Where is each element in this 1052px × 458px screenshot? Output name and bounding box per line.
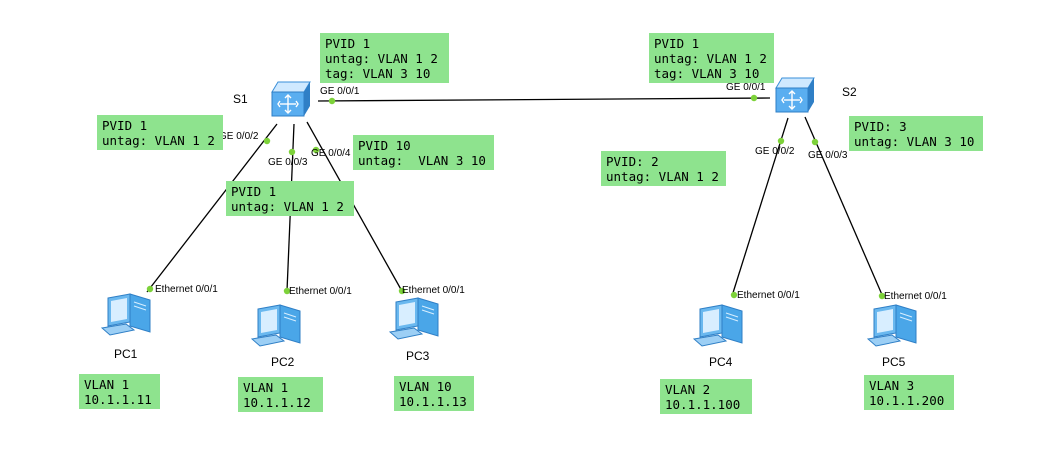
pc1-icon[interactable] [100,292,154,338]
link-s1-s2 [317,97,771,102]
pc5-icon[interactable] [866,303,920,349]
port-label-s1-ge003: GE 0/0/3 [268,157,308,168]
pc2-icon[interactable] [250,303,304,349]
pc5-label: PC5 [882,355,906,369]
port-label-s2-ge002: GE 0/0/2 [755,146,795,157]
port-dot-s1-ge003[interactable] [288,148,296,156]
port-dot-pc3[interactable] [398,287,406,295]
port-dot-s2-ge002[interactable] [777,137,785,145]
link-s2-pc5 [804,116,884,298]
port-dot-pc4[interactable] [730,291,738,299]
pc3-icon[interactable] [388,296,442,342]
port-dot-s1-ge004[interactable] [312,146,320,154]
port-label-s1-ge004: GE 0/0/4 [311,148,351,159]
switch-s2-icon[interactable] [772,76,816,116]
port-label-pc4-eth: Ethernet 0/0/1 [737,290,800,301]
pc2-label: PC2 [271,355,295,369]
switch-s2-label: S2 [842,85,857,99]
port-label-s2-ge003: GE 0/0/3 [808,150,848,161]
switch-s1-label: S1 [233,92,248,106]
port-label-s1-ge002: GE 0/0/2 [219,131,259,142]
port-label-s2-ge001: GE 0/0/1 [726,82,766,93]
port-dot-pc2[interactable] [283,287,291,295]
pc4-label: PC4 [709,355,733,369]
port-dot-pc1[interactable] [146,285,154,293]
pc4-icon[interactable] [692,303,746,349]
pc1-label: PC1 [114,347,138,361]
link-s2-pc4 [731,117,789,297]
link-s1-pc1 [146,123,278,293]
port-dot-s2-ge001[interactable] [750,94,758,102]
switch-s1-icon[interactable] [268,80,312,120]
port-label-pc3-eth: Ethernet 0/0/1 [402,285,465,296]
port-dot-s1-ge001[interactable] [328,97,336,105]
port-label-s1-ge001: GE 0/0/1 [320,86,360,97]
link-s1-pc3 [306,121,404,294]
port-dot-s2-ge003[interactable] [811,138,819,146]
pc3-label: PC3 [406,349,430,363]
port-dot-s1-ge002[interactable] [263,137,271,145]
port-dot-pc5[interactable] [878,292,886,300]
port-label-pc1-eth: Ethernet 0/0/1 [155,284,218,295]
port-label-pc5-eth: Ethernet 0/0/1 [884,291,947,302]
port-label-pc2-eth: Ethernet 0/0/1 [289,286,352,297]
